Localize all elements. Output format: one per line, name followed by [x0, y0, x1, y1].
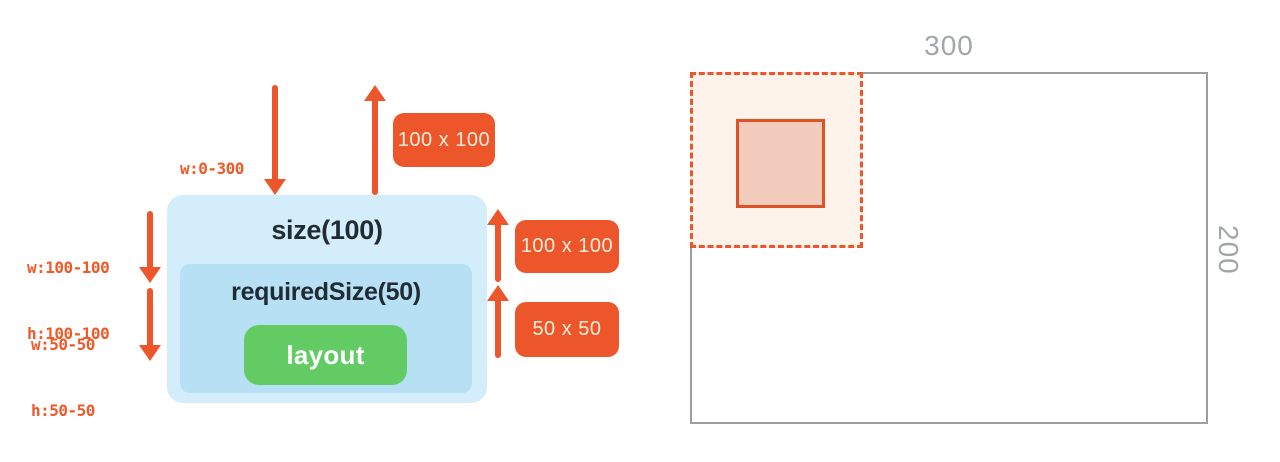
width-dimension-label: 300	[924, 30, 974, 61]
measured-area-dashed-box	[690, 72, 863, 248]
required-constraints-label: w:50-50 h:50-50	[31, 290, 95, 462]
size-constraints-line1: w:100-100	[27, 258, 110, 277]
up-arrow-icon	[487, 285, 509, 358]
height-dimension-label: 200	[1213, 225, 1244, 275]
down-arrow-icon	[264, 85, 286, 195]
arrow-head	[139, 267, 161, 283]
arrow-shaft	[495, 298, 501, 358]
down-arrow-icon	[139, 288, 161, 361]
required-size-modifier-label: requiredSize(50)	[231, 278, 421, 306]
placed-content-square	[736, 119, 825, 208]
arrow-head	[364, 85, 386, 101]
arrow-head	[264, 179, 286, 195]
resulting-size-badge-middle: 100 x 100	[515, 220, 619, 273]
size-constraints-line2: h:100-100	[27, 324, 110, 343]
arrow-shaft	[147, 288, 153, 348]
arrow-head	[487, 285, 509, 301]
arrow-head	[487, 209, 509, 225]
arrow-shaft	[372, 98, 378, 195]
up-arrow-icon	[487, 209, 509, 282]
required-constraints-line2: h:50-50	[31, 401, 95, 420]
arrow-shaft	[147, 211, 153, 270]
size-modifier-box: size(100) requiredSize(50) layout	[167, 195, 487, 403]
resulting-size-badge-bottom: 50 x 50	[515, 302, 619, 357]
outer-constraints-line1: w:0-300	[180, 159, 244, 178]
arrow-head	[139, 345, 161, 361]
resulting-size-badge-top: 100 x 100	[393, 113, 495, 167]
layout-node: layout	[244, 325, 407, 385]
required-constraints-line1: w:50-50	[31, 335, 95, 354]
size-constraints-label: w:100-100 h:100-100	[27, 213, 110, 389]
arrow-shaft	[495, 222, 501, 282]
arrow-shaft	[272, 85, 278, 182]
up-arrow-icon	[364, 85, 386, 195]
required-size-modifier-box: requiredSize(50) layout	[180, 264, 472, 393]
size-modifier-label: size(100)	[271, 214, 383, 245]
down-arrow-icon	[139, 211, 161, 283]
